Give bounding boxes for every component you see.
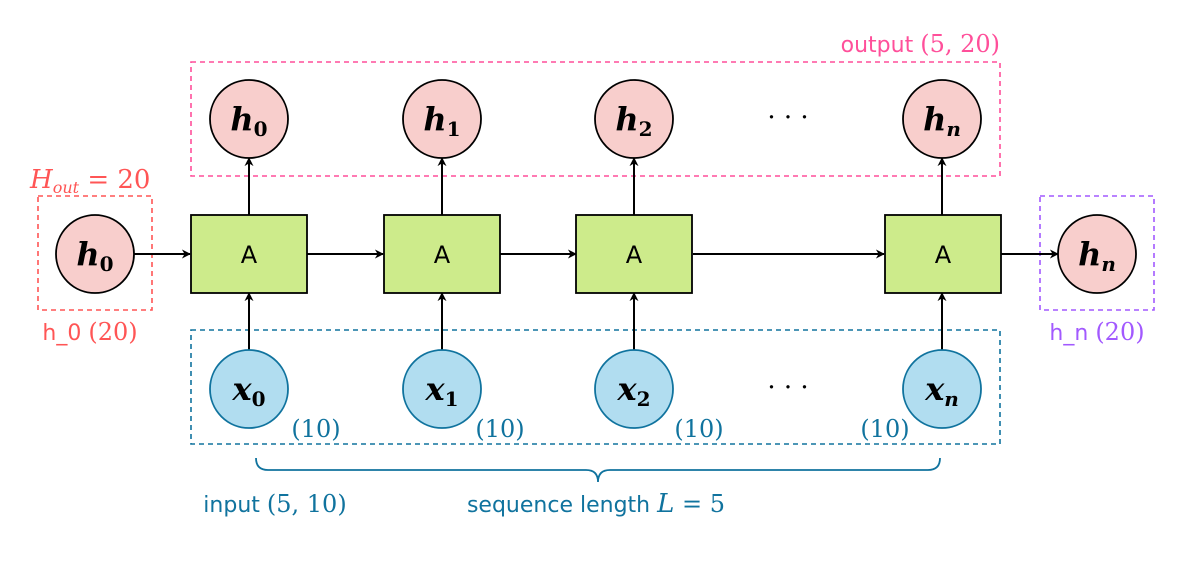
node-sub: n	[946, 117, 961, 141]
output-node-hn: hn	[902, 79, 982, 159]
node-sub: 2	[637, 387, 651, 411]
node-sub: 0	[252, 387, 266, 411]
node-label: h1	[423, 100, 460, 141]
node-var: h	[423, 100, 446, 138]
input-dim-label: (10)	[674, 415, 723, 443]
cell-label: A	[434, 241, 451, 269]
input-node-x0: x0 (10)	[209, 349, 341, 443]
hn-group-label: h_n (20)	[1049, 318, 1144, 346]
input-node-xn: xn (10)	[860, 349, 982, 443]
input-dim-label: (10)	[475, 415, 524, 443]
output-node-h0: h0	[209, 79, 289, 159]
node-sub: 1	[445, 387, 459, 411]
node-label: xn	[924, 370, 959, 411]
node-circle	[402, 79, 482, 159]
output-label-dims: (5, 20)	[920, 30, 1000, 58]
node-sub: n	[944, 387, 959, 411]
node-sub: n	[1101, 252, 1116, 276]
node-circle	[55, 214, 135, 294]
rnn-cell-0: A	[190, 214, 308, 294]
input-label-dims: (5, 10)	[267, 490, 347, 518]
sequence-brace	[255, 457, 941, 483]
vertical-arrows	[244, 157, 947, 350]
output-label-prefix: output	[841, 33, 921, 58]
node-circle	[902, 79, 982, 159]
input-node-x2: x2 (10)	[594, 349, 724, 443]
node-circle	[402, 349, 482, 429]
input-dim-label: (10)	[860, 415, 909, 443]
node-var: x	[232, 370, 253, 408]
node-circle	[902, 349, 982, 429]
output-ellipsis: · · ·	[767, 103, 808, 133]
cell-label: A	[626, 241, 643, 269]
h0-group-label: h_0 (20)	[42, 318, 137, 346]
node-sub: 1	[447, 117, 461, 141]
rnn-cell-2: A	[575, 214, 693, 294]
sequence-length-label: sequence length L = 5	[467, 489, 725, 519]
h-out-label: Hout = 20	[29, 165, 150, 197]
node-circle	[1057, 214, 1137, 294]
rnn-cell-1: A	[383, 214, 501, 294]
node-sub: 0	[100, 252, 114, 276]
node-label: h2	[615, 100, 652, 141]
node-var: x	[924, 370, 945, 408]
sequence-length-var: L	[656, 489, 674, 519]
h0-group-dims: (20)	[88, 318, 137, 346]
cell-label: A	[935, 241, 952, 269]
output-label: output (5, 20)	[841, 30, 1000, 58]
node-circle	[594, 79, 674, 159]
output-node-h1: h1	[402, 79, 482, 159]
sequence-length-prefix: sequence length	[467, 493, 657, 518]
node-var: h	[1078, 235, 1101, 273]
node-label: x1	[425, 370, 459, 411]
sequence-length-value: = 5	[674, 490, 725, 518]
node-sub: 2	[639, 117, 653, 141]
cell-box	[884, 214, 1002, 294]
node-var: h	[76, 235, 99, 273]
node-var: x	[425, 370, 446, 408]
cell-box	[575, 214, 693, 294]
h-out-sub: out	[53, 178, 80, 197]
input-node-x1: x1 (10)	[402, 349, 525, 443]
node-label: h0	[230, 100, 267, 141]
final-hidden-node: hn	[1057, 214, 1137, 294]
hn-group-prefix: h_n	[1049, 321, 1095, 346]
node-var: h	[615, 100, 638, 138]
node-circle	[209, 79, 289, 159]
node-var: h	[230, 100, 253, 138]
input-ellipsis: · · ·	[767, 373, 808, 403]
node-var: x	[617, 370, 638, 408]
cell-box	[190, 214, 308, 294]
node-circle	[209, 349, 289, 429]
node-circle	[594, 349, 674, 429]
hn-group-dims: (20)	[1095, 318, 1144, 346]
h-out-var: H	[29, 165, 54, 195]
h0-group-prefix: h_0	[42, 321, 88, 346]
input-label: input (5, 10)	[203, 490, 346, 518]
cell-label: A	[241, 241, 258, 269]
input-group-box	[190, 329, 1001, 445]
node-label: hn	[923, 100, 961, 141]
node-var: h	[923, 100, 946, 138]
output-group-box	[190, 61, 1001, 177]
initial-hidden-node: h0	[55, 214, 135, 294]
node-label: x2	[617, 370, 651, 411]
node-label: h0	[76, 235, 113, 276]
node-label: x0	[232, 370, 266, 411]
node-label: hn	[1078, 235, 1116, 276]
h-out-value: = 20	[79, 165, 150, 195]
rnn-cell-n: A	[884, 214, 1002, 294]
output-node-h2: h2	[594, 79, 674, 159]
node-sub: 0	[254, 117, 268, 141]
cell-box	[383, 214, 501, 294]
input-dim-label: (10)	[291, 415, 340, 443]
input-label-prefix: input	[203, 493, 267, 518]
